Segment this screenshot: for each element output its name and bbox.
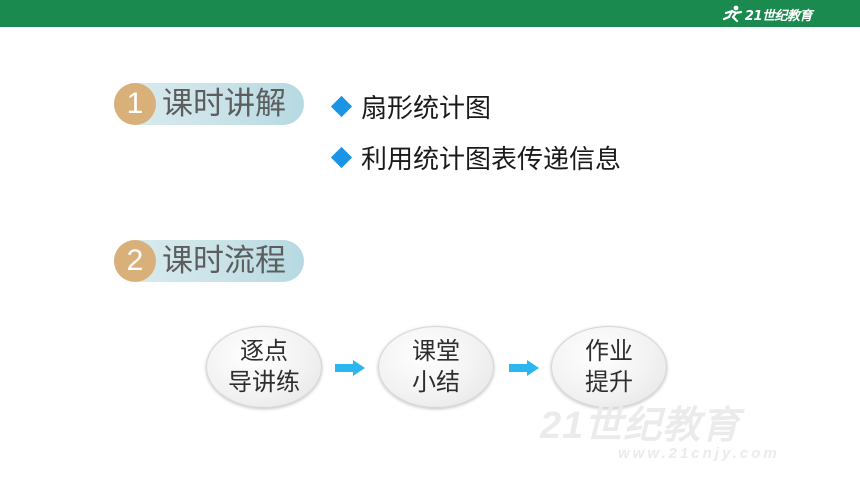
brand-logo: 21世纪教育 [722,4,813,24]
step-line: 课堂 [412,337,460,365]
step-line: 小结 [412,368,460,396]
arrow-right-icon [509,360,539,376]
logo-text: 21世纪教育 [744,8,813,24]
watermark: 21世纪教育 www.21cnjy.com [540,394,780,462]
runner-icon [722,5,743,23]
section-pill-lesson-flow: 2 课时流程 [114,240,304,282]
watermark-url: www.21cnjy.com [618,445,780,462]
step-line: 作业 [585,337,633,365]
list-item: 扇形统计图 [330,86,621,126]
section-number: 2 [114,240,156,282]
flow-step-homework: 作业 提升 [551,326,667,408]
step-line: 导讲练 [228,368,300,396]
step-line: 提升 [585,368,633,396]
list-item: 利用统计图表传递信息 [330,137,621,177]
flow-step-point-practice: 逐点 导讲练 [206,326,322,408]
watermark-text: 21世纪教育 [540,405,741,447]
lesson-point-text: 利用统计图表传递信息 [361,144,622,175]
diamond-bullet-icon [330,95,353,117]
section-title: 课时流程 [162,243,286,279]
flow-step-class-summary: 课堂 小结 [378,326,494,408]
section-number: 1 [114,83,156,125]
step-line: 逐点 [240,337,288,365]
lesson-points-list: 扇形统计图 利用统计图表传递信息 [330,86,621,188]
lesson-point-text: 扇形统计图 [361,93,492,124]
arrow-right-icon [335,360,365,376]
top-bar: 21世纪教育 [0,0,860,27]
section-pill-lesson-explain: 1 课时讲解 [114,83,304,125]
diamond-bullet-icon [330,146,353,168]
section-title: 课时讲解 [162,86,286,122]
